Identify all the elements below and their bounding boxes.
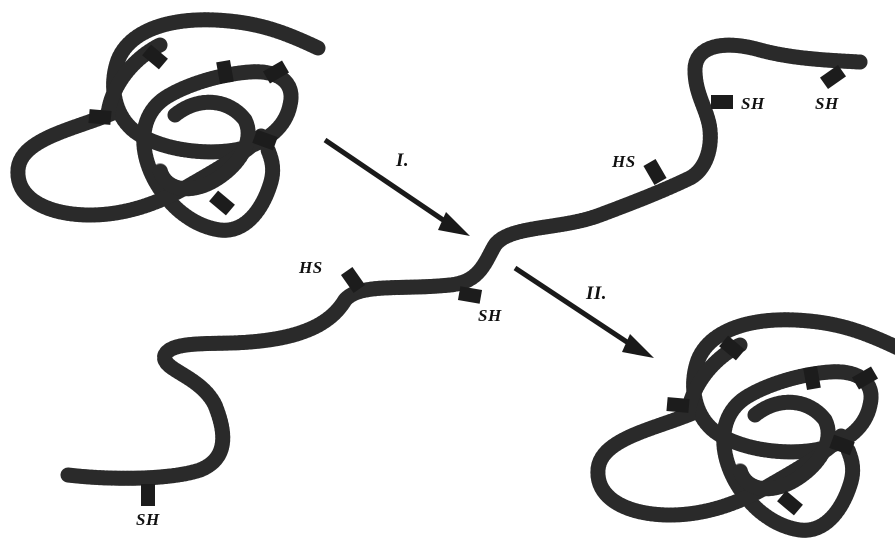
block (458, 286, 482, 304)
block (711, 95, 733, 109)
arrow-step-two (515, 268, 654, 358)
block (88, 109, 111, 125)
block (141, 484, 155, 506)
sh-label-middle: SH (478, 306, 502, 326)
sh-label-right-one: SH (741, 94, 765, 114)
sh-label-right-two: SH (815, 94, 839, 114)
hs-label-middle: HS (299, 258, 323, 278)
block (820, 65, 846, 89)
block (643, 159, 666, 185)
block (209, 191, 235, 216)
block (777, 491, 803, 516)
step-one-label: I. (396, 150, 409, 172)
hs-label-right: HS (612, 152, 636, 172)
sh-label-bottom: SH (136, 510, 160, 530)
step-two-label: II. (586, 283, 607, 305)
block (666, 397, 689, 413)
folded-chain-top-left (18, 20, 318, 230)
